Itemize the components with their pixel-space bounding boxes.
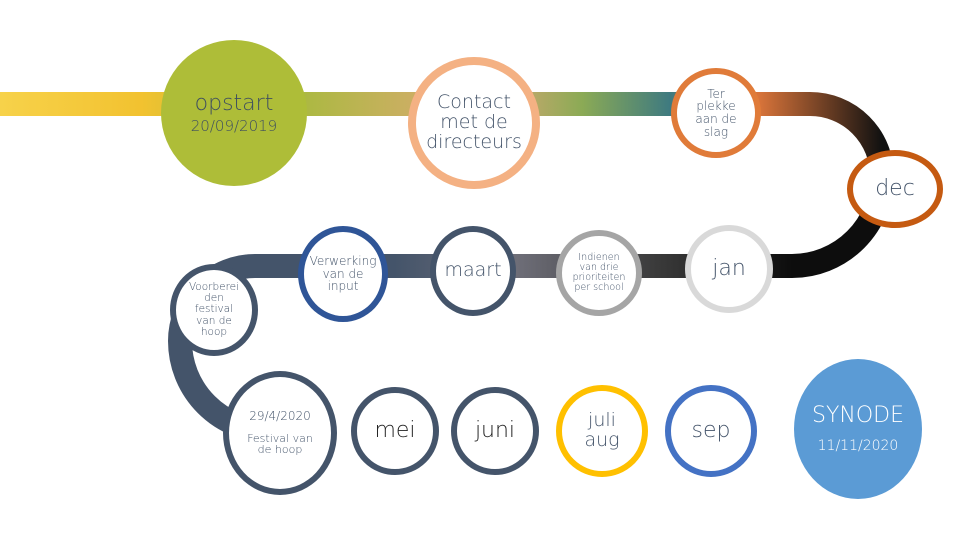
ter-plekke-line4: slag	[703, 124, 729, 139]
voorberei-line5: hoop	[200, 325, 228, 338]
festival-date: 29/4/2020	[249, 409, 311, 424]
voorberei-line1: Voorberei	[188, 281, 240, 294]
sep-label: sep	[691, 418, 731, 444]
milestone-festival: 29/4/2020 Festival van de hoop	[223, 371, 337, 495]
juli-label: juli	[588, 409, 616, 432]
milestone-ter-plekke: Ter plekke aan de slag	[671, 68, 761, 158]
maart-label: maart	[444, 259, 502, 282]
milestone-voorbereiden: Voorberei den festival van de hoop	[170, 264, 258, 356]
verwerking-line1: Verwerking	[309, 254, 377, 269]
voorberei-line3: festival	[194, 303, 234, 316]
milestone-jan: jan	[685, 225, 773, 313]
milestone-contact-directeurs: Contact met de directeurs	[408, 57, 540, 189]
synode-date: 11/11/2020	[817, 438, 899, 455]
milestone-mei: mei	[351, 387, 439, 475]
milestone-verwerking: Verwerking van de input	[298, 226, 388, 322]
aug-label: aug	[584, 429, 620, 451]
verwerking-line3: input	[327, 279, 359, 294]
ter-plekke-line2: plekke	[696, 99, 736, 114]
dec-label: dec	[875, 176, 915, 202]
milestone-sep: sep	[665, 385, 757, 477]
synode-title: SYNODE	[811, 403, 905, 429]
voorberei-line2: den	[204, 292, 224, 305]
jan-label: jan	[712, 256, 746, 282]
milestone-indienen: Indienen van drie prioriteiten per schoo…	[556, 230, 642, 316]
milestone-juni: juni	[451, 387, 539, 475]
milestone-synode: SYNODE 11/11/2020	[794, 359, 922, 499]
contact-line1: Contact	[437, 91, 511, 114]
juni-label: juni	[474, 418, 516, 444]
opstart-title: opstart	[194, 90, 274, 116]
indienen-line2: van drie	[579, 262, 619, 274]
milestone-dec: dec	[847, 150, 943, 228]
indienen-line4: per school	[574, 281, 624, 293]
indienen-line1: Indienen	[578, 252, 620, 264]
festival-line1: Festival van	[247, 431, 313, 445]
verwerking-line2: van de	[322, 266, 364, 281]
opstart-date: 20/09/2019	[190, 116, 278, 135]
milestone-juli-aug: juli aug	[556, 385, 648, 477]
indienen-line3: prioriteiten	[572, 272, 626, 283]
ter-plekke-line3: aan de	[695, 112, 737, 126]
ter-plekke-line1: Ter	[707, 86, 725, 101]
contact-line3: directeurs	[426, 130, 522, 153]
milestone-opstart: opstart 20/09/2019	[161, 40, 307, 186]
festival-line2: de hoop	[257, 443, 303, 457]
contact-line2: met de	[440, 111, 508, 134]
milestone-maart: maart	[430, 226, 516, 316]
mei-label: mei	[374, 418, 416, 444]
voorberei-line4: van de	[196, 314, 232, 327]
